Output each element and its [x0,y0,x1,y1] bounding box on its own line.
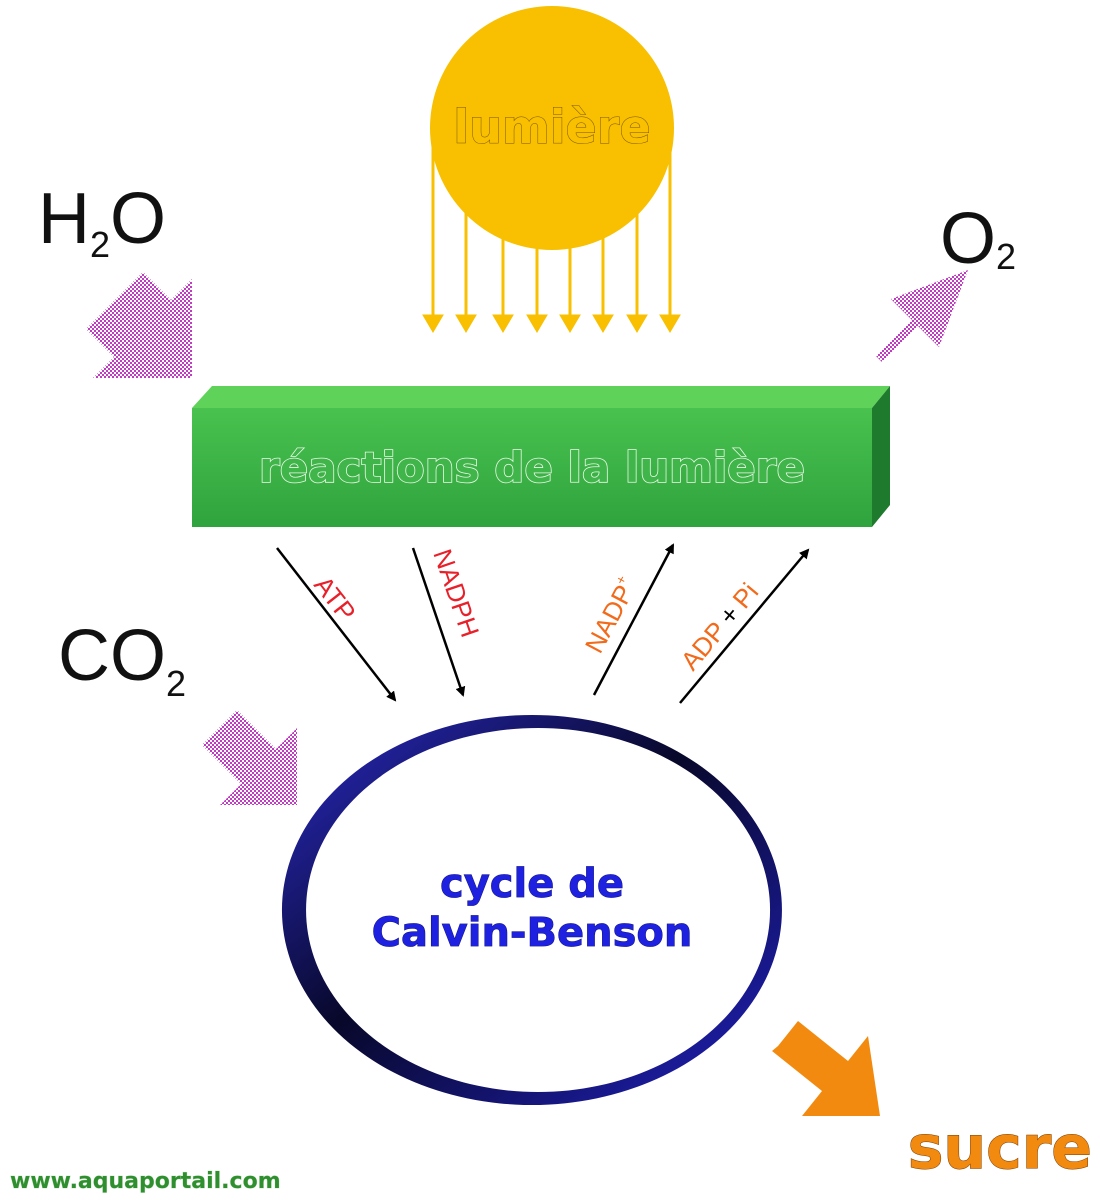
bar-top-face [192,386,890,408]
co2-input-arrow-icon [202,710,297,805]
sugar-label: sucre [908,1113,1092,1183]
cycle-label-line2: Calvin-Benson [372,910,693,956]
light-reactions-bar [192,386,890,527]
adp-pi-label: ADP+Pi [675,577,765,676]
bar-front-face [192,408,872,527]
nadph-arrow [411,547,466,697]
nadp-plus-label: NADP+ [578,572,643,658]
light-reactions-label: réactions de la lumière [259,443,805,492]
nadp-plus-arrow [592,543,675,696]
nadph-label: NADPH [427,545,485,641]
sun-disc [430,6,674,250]
sun-icon [422,6,681,333]
watermark-url: www.aquaportail.com [10,1169,281,1194]
adp-pi-arrow [679,548,810,704]
water-input-arrow-icon [86,272,192,378]
light-label: lumière [453,100,650,154]
atp-arrow [276,547,397,702]
sugar-output-arrow-icon [772,1021,880,1116]
carbon-dioxide-formula: CO2 [58,616,186,704]
atp-label: ATP [308,570,362,627]
water-formula: H2O [38,179,166,265]
oxygen-formula: O2 [940,199,1016,279]
bar-side-face [872,386,890,527]
oxygen-output-arrow-icon [876,270,968,362]
sun-rays [422,140,681,333]
cycle-label-line1: cycle de [440,861,624,907]
